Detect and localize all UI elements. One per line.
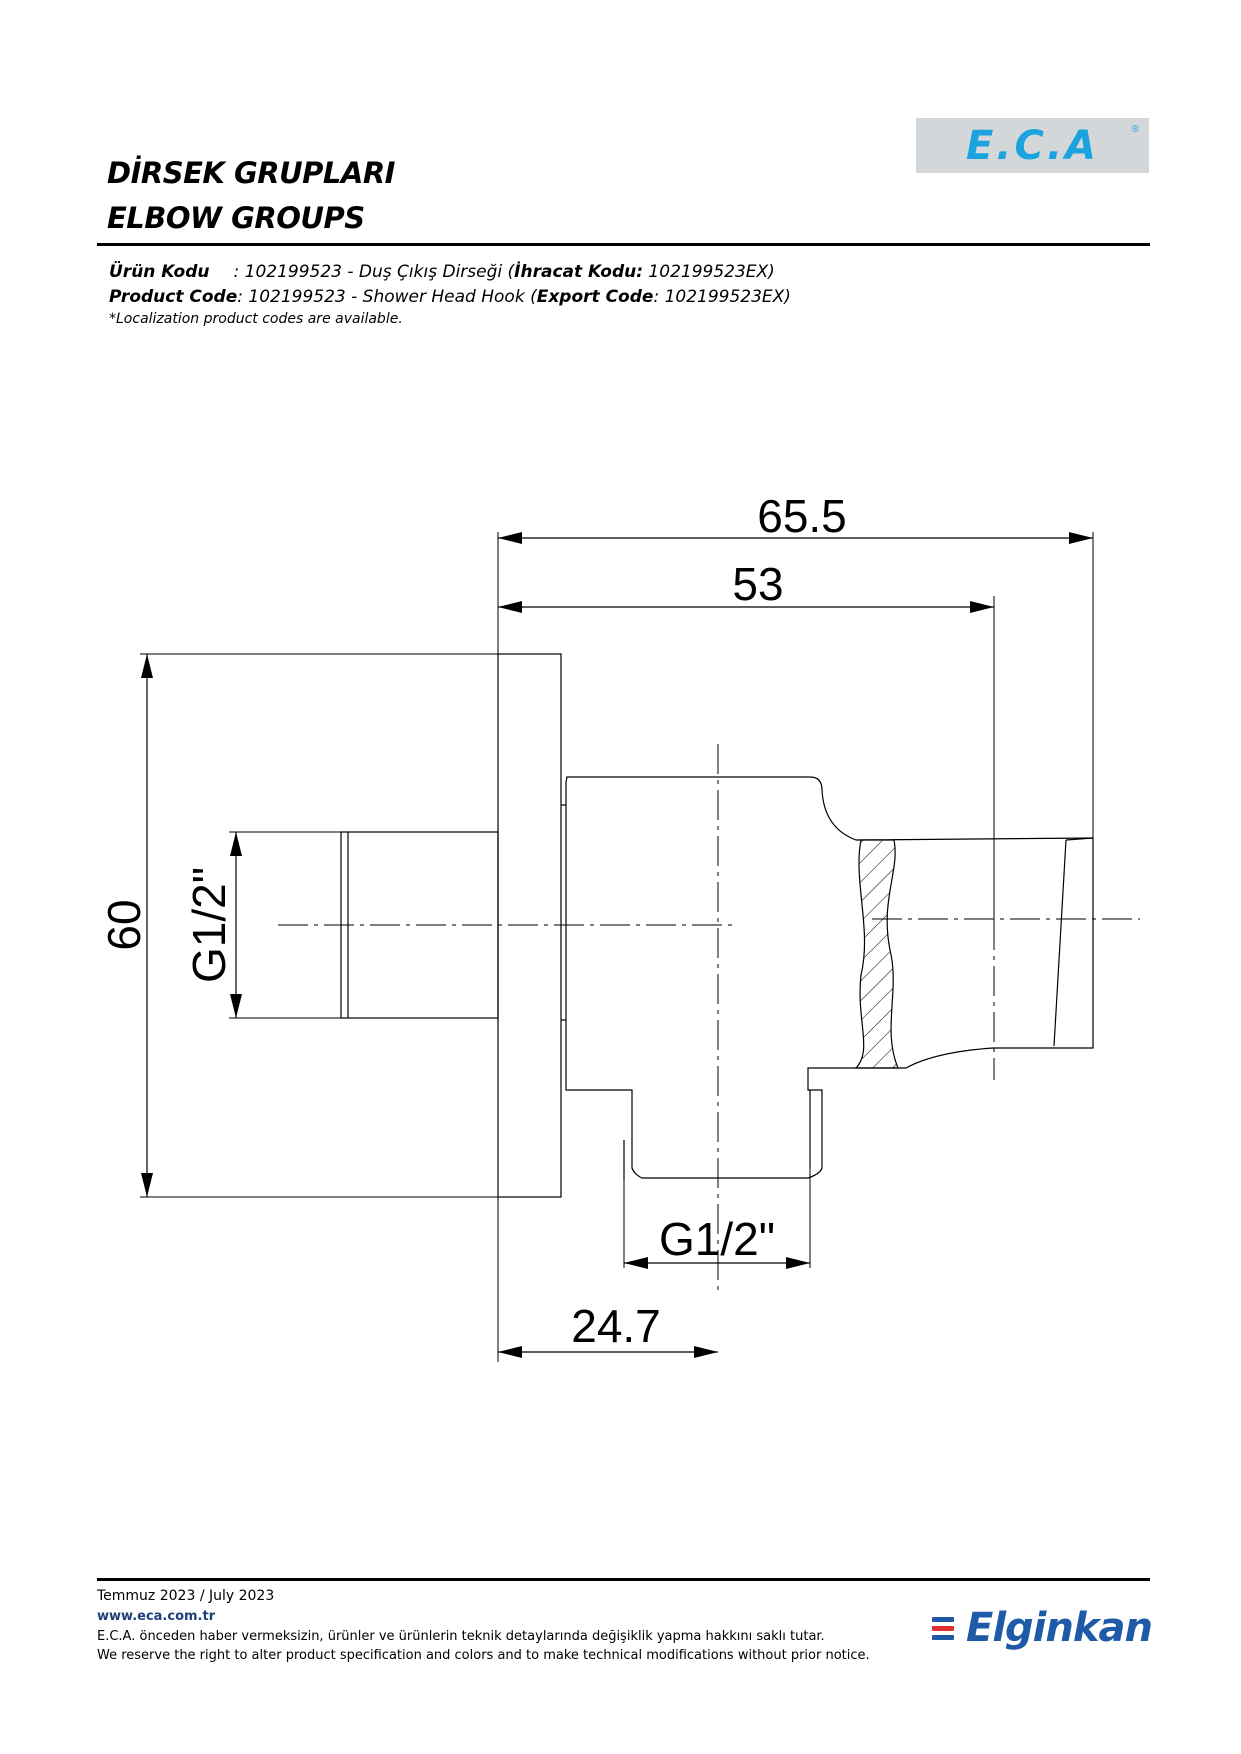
dim-label-center: 53 <box>732 558 783 610</box>
hook-inner-edge <box>1053 839 1067 1047</box>
export-code-tr-value: 102199523EX) <box>643 262 775 282</box>
footer-date: Temmuz 2023 / July 2023 <box>97 1588 275 1604</box>
center-lines <box>278 744 1140 1292</box>
elbow-body <box>565 776 1094 1179</box>
dim-label-height: 60 <box>98 899 150 950</box>
localization-note: *Localization product codes are availabl… <box>109 311 403 327</box>
export-code-tr-label: İhracat Kodu: <box>514 262 644 282</box>
header-rule <box>97 243 1150 246</box>
footer-website[interactable]: www.eca.com.tr <box>97 1609 216 1624</box>
product-code-tr-label: Ürün Kodu <box>109 262 210 282</box>
product-code-tr-value: : 102199523 - Duş Çıkış Dirseği ( <box>233 262 515 282</box>
export-code-en-value: : 102199523EX) <box>653 287 791 307</box>
product-code-en: Product Code: 102199523 - Shower Head Ho… <box>109 287 791 307</box>
elginkan-bars-icon <box>932 1617 954 1644</box>
section-hatch <box>856 840 898 1068</box>
dim-label-overall: 65.5 <box>757 490 847 542</box>
dim-label-thread-left: G1/2" <box>183 867 235 983</box>
page-title-en: ELBOW GROUPS <box>107 201 365 235</box>
eca-logo: E.C.A ® <box>916 118 1149 173</box>
dim-label-thread-bottom: G1/2" <box>659 1213 775 1265</box>
product-code-en-label: Product Code <box>109 287 238 307</box>
dim-label-outlet-offset: 24.7 <box>571 1300 661 1352</box>
hook-top-edge <box>1065 837 1094 841</box>
dimension-lines <box>141 532 1093 1358</box>
dimension-labels: 65.5 53 60 G1/2" G1/2" 24.7 <box>98 490 847 1352</box>
extension-lines <box>140 532 1094 1362</box>
elginkan-logo-text: Elginkan <box>966 1605 1153 1651</box>
footer-rule <box>97 1578 1150 1581</box>
footer-disclaimer-en: We reserve the right to alter product sp… <box>97 1648 870 1663</box>
registered-mark: ® <box>1131 124 1139 135</box>
export-code-en-label: Export Code <box>536 287 654 307</box>
product-code-tr: Ürün Kodu : 102199523 - Duş Çıkış Dirseği… <box>109 262 775 282</box>
product-code-en-value: : 102199523 - Shower Head Hook ( <box>237 287 537 307</box>
eca-logo-text: E.C.A <box>965 122 1100 169</box>
page-title-tr: DİRSEK GRUPLARI <box>107 156 395 190</box>
elginkan-logo: Elginkan <box>932 1605 1153 1655</box>
footer-disclaimer-tr: E.C.A. önceden haber vermeksizin, ürünle… <box>97 1629 825 1644</box>
